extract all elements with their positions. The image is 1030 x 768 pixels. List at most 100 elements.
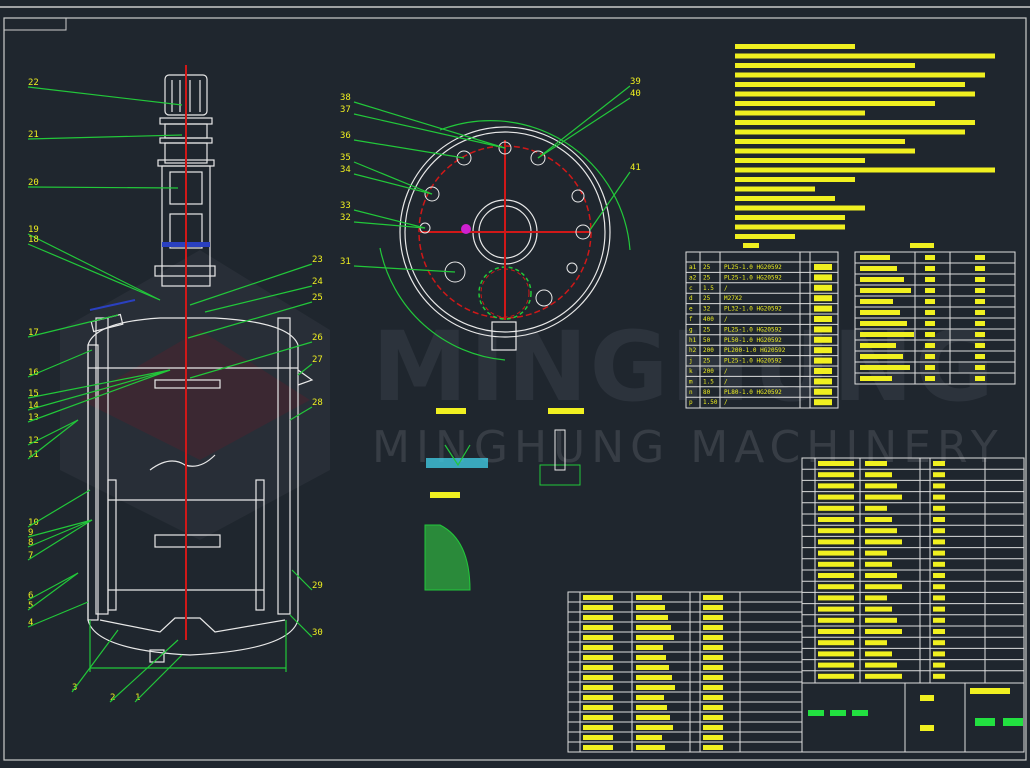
spec-cell (925, 332, 935, 337)
leader-line-8 (27, 519, 93, 548)
part-cell (583, 625, 613, 630)
part-cell (636, 625, 671, 630)
part-cell (865, 606, 892, 612)
note-line (735, 148, 915, 154)
nozzle-size: 1.5 (703, 285, 714, 292)
nozzle-standard: PL32-1.0 HG20592 (724, 306, 782, 313)
part-cell (865, 528, 897, 534)
spec-cell (975, 288, 985, 293)
plan-label-32: 32 (340, 213, 351, 223)
part-cell (865, 651, 892, 657)
nozzle-standard: PL25-1.0 HG20592 (724, 326, 782, 333)
part-label-18: 18 (28, 235, 39, 245)
leader-line-27 (297, 363, 313, 376)
spec-cell (925, 277, 935, 282)
nozzle-purpose (814, 264, 832, 270)
part-cell (818, 528, 854, 534)
nozzle-size: 32 (703, 306, 711, 313)
nozzle-standard: PL200-1.0 HG20592 (724, 347, 786, 354)
nozzle-standard: M27X2 (724, 295, 742, 302)
part-cell (865, 505, 887, 511)
part-cell (583, 655, 613, 660)
nozzle-standard: / (724, 316, 728, 323)
nozzle-purpose (814, 399, 832, 406)
nozzle-mark: m (689, 378, 693, 385)
nozzle-purpose (814, 347, 832, 354)
spec-cell (860, 255, 890, 260)
part-cell (636, 615, 668, 620)
part-cell (583, 705, 613, 710)
title-stamp (852, 710, 868, 716)
part-label-15: 15 (28, 389, 39, 399)
leader-line-10 (27, 489, 91, 528)
spec-cell (925, 343, 935, 348)
part-label-19: 19 (28, 225, 39, 235)
leader-line-30 (289, 614, 313, 638)
nozzle-standard: PL50-1.0 HG20592 (724, 337, 782, 344)
part-cell (818, 461, 854, 466)
spec-cell (925, 376, 935, 381)
part-cell (865, 550, 887, 556)
plan-leader-34 (353, 173, 433, 195)
nozzle-mark: a2 (689, 274, 697, 281)
spec-cell (925, 299, 935, 304)
part-cell (703, 625, 723, 630)
note-line (735, 234, 795, 239)
part-cell (818, 494, 854, 500)
spec-cell (925, 354, 935, 359)
table-title (743, 243, 759, 248)
plan-label-34: 34 (340, 165, 351, 175)
nozzle-standard: PL25-1.0 HG20592 (724, 274, 782, 281)
part-cell (933, 629, 945, 634)
plan-label-31: 31 (340, 257, 351, 267)
part-cell (703, 705, 723, 710)
plan-leader-33 (353, 209, 426, 229)
part-cell (865, 629, 902, 634)
plan-leader-32 (353, 221, 426, 229)
part-cell (818, 606, 854, 612)
part-cell (636, 635, 674, 640)
spec-cell (975, 266, 985, 271)
leader-line-26 (189, 341, 313, 379)
part-label-30: 30 (312, 628, 323, 638)
part-cell (583, 675, 613, 680)
nozzle-standard: / (724, 368, 728, 375)
spec-cell (860, 343, 896, 348)
part-cell (818, 640, 854, 646)
spec-cell (925, 321, 935, 326)
plan-leader-39 (537, 85, 631, 159)
part-cell (865, 584, 902, 590)
part-cell (818, 472, 854, 478)
note-line (735, 158, 865, 163)
nozzle-purpose (814, 305, 832, 312)
part-label-8: 8 (28, 538, 33, 548)
part-cell (636, 735, 662, 740)
part-cell (703, 745, 723, 750)
part-label-28: 28 (312, 398, 323, 408)
part-cell (818, 483, 854, 489)
part-cell (636, 745, 665, 750)
part-label-7: 7 (28, 551, 33, 561)
nozzle-standard: PL80-1.0 HG20592 (724, 389, 782, 396)
note-line (735, 177, 855, 182)
plan-label-35: 35 (340, 153, 351, 163)
nozzle-purpose (814, 378, 832, 385)
part-label-12: 12 (28, 436, 39, 446)
part-cell (933, 517, 945, 522)
table-border (801, 682, 1025, 753)
part-cell (636, 595, 662, 600)
plan-label-38: 38 (340, 93, 351, 103)
nozzle-purpose (814, 336, 832, 343)
part-cell (636, 725, 673, 730)
spec-cell (975, 376, 985, 381)
part-cell (583, 615, 613, 620)
part-cell (933, 539, 945, 545)
plan-leader-31 (353, 265, 456, 273)
part-label-20: 20 (28, 178, 39, 188)
plan-leader-35 (353, 161, 433, 195)
spec-cell (975, 310, 985, 315)
part-label-10: 10 (28, 518, 39, 528)
spec-cell (860, 299, 893, 304)
note-line (735, 167, 995, 173)
